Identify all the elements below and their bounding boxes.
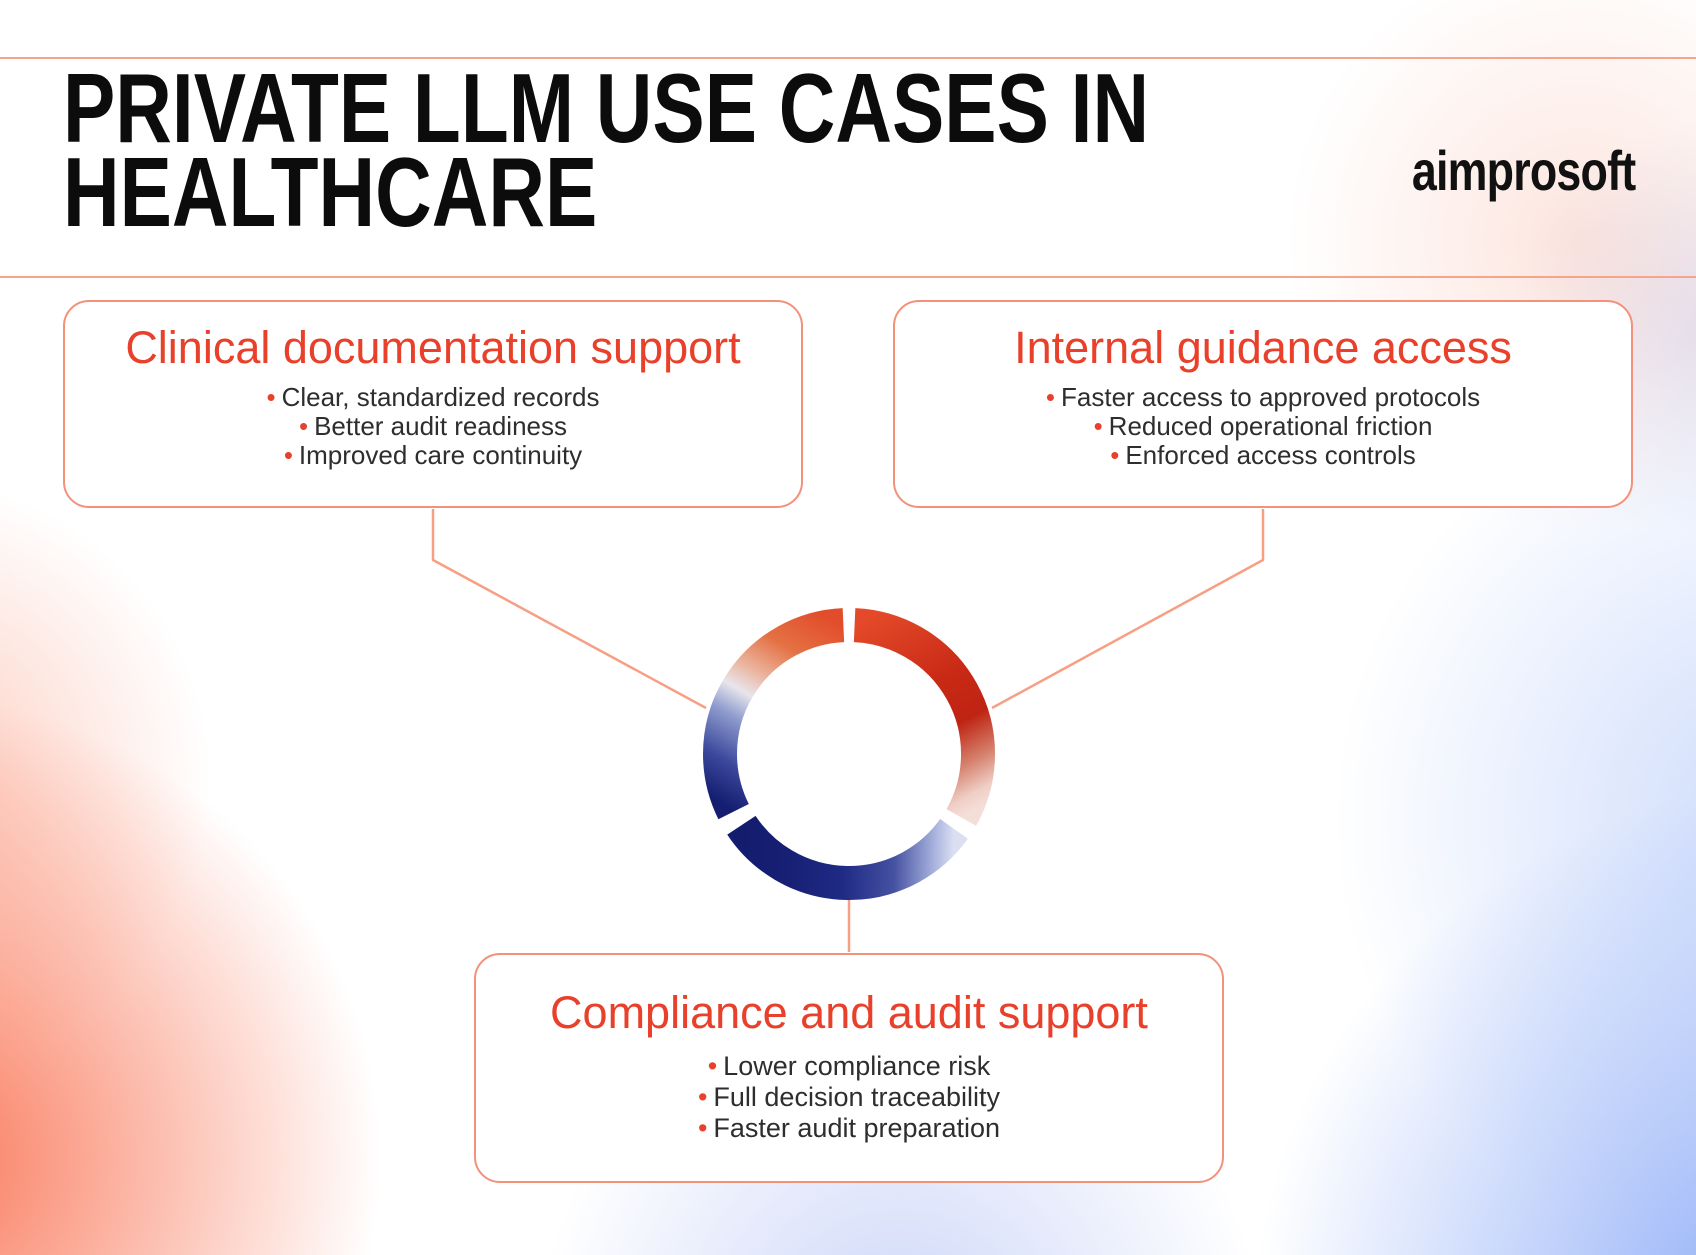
bullet-text: Faster audit preparation (713, 1113, 1001, 1143)
bullet-item: •Faster audit preparation (476, 1113, 1222, 1144)
bullet-item: •Better audit readiness (65, 412, 801, 441)
page-title-line1: PRIVATE LLM USE CASES IN (63, 53, 1150, 163)
title-divider-line (0, 276, 1696, 278)
card-bullet-list: •Lower compliance risk •Full decision tr… (476, 1051, 1222, 1144)
bullet-dot: • (1110, 440, 1120, 470)
bullet-dot: • (266, 382, 276, 412)
card-clinical-documentation: Clinical documentation support •Clear, s… (63, 300, 803, 508)
page-title-line2: HEALTHCARE (63, 137, 598, 247)
bullet-dot: • (283, 440, 293, 470)
connector-right-card-to-ring (991, 509, 1265, 710)
bullet-dot: • (298, 411, 309, 441)
card-title: Internal guidance access (1014, 322, 1512, 373)
bullet-dot: • (1093, 411, 1103, 441)
bullet-item: •Reduced operational friction (895, 412, 1631, 441)
ring-segment-top-right (853, 608, 996, 826)
bullet-item: •Clear, standardized records (65, 383, 801, 412)
bullet-text: Faster access to approved protocols (1061, 382, 1481, 412)
connector-left-card-to-ring (431, 509, 707, 710)
bullet-item: •Lower compliance risk (476, 1051, 1222, 1082)
bullet-text: Lower compliance risk (723, 1051, 991, 1081)
bullet-dot: • (1045, 382, 1055, 412)
top-divider-line (0, 57, 1696, 59)
bullet-dot: • (697, 1082, 708, 1112)
bullet-dot: • (697, 1113, 708, 1143)
ring-segment-left (703, 608, 845, 820)
bullet-text: Full decision traceability (713, 1082, 1001, 1112)
bullet-text: Clear, standardized records (281, 382, 600, 412)
bullet-text: Reduced operational friction (1108, 411, 1433, 441)
bullet-item: •Improved care continuity (65, 441, 801, 470)
bullet-text: Enforced access controls (1125, 440, 1416, 470)
card-title: Compliance and audit support (550, 987, 1148, 1038)
card-internal-guidance: Internal guidance access •Faster access … (893, 300, 1633, 508)
bullet-item: •Full decision traceability (476, 1082, 1222, 1113)
brand-logo: aimprosoft (1411, 139, 1636, 202)
card-bullet-list: •Clear, standardized records •Better aud… (65, 383, 801, 470)
page-title: PRIVATE LLM USE CASES IN HEALTHCARE (63, 53, 1150, 247)
bullet-text: Improved care continuity (298, 440, 583, 470)
card-title: Clinical documentation support (125, 322, 741, 373)
bullet-item: •Enforced access controls (895, 441, 1631, 470)
card-compliance-audit: Compliance and audit support •Lower comp… (474, 953, 1224, 1183)
bullet-text: Better audit readiness (314, 411, 568, 441)
card-bullet-list: •Faster access to approved protocols •Re… (895, 383, 1631, 470)
bullet-dot: • (707, 1051, 718, 1081)
ring-segment-bottom (727, 815, 968, 900)
bullet-item: •Faster access to approved protocols (895, 383, 1631, 412)
